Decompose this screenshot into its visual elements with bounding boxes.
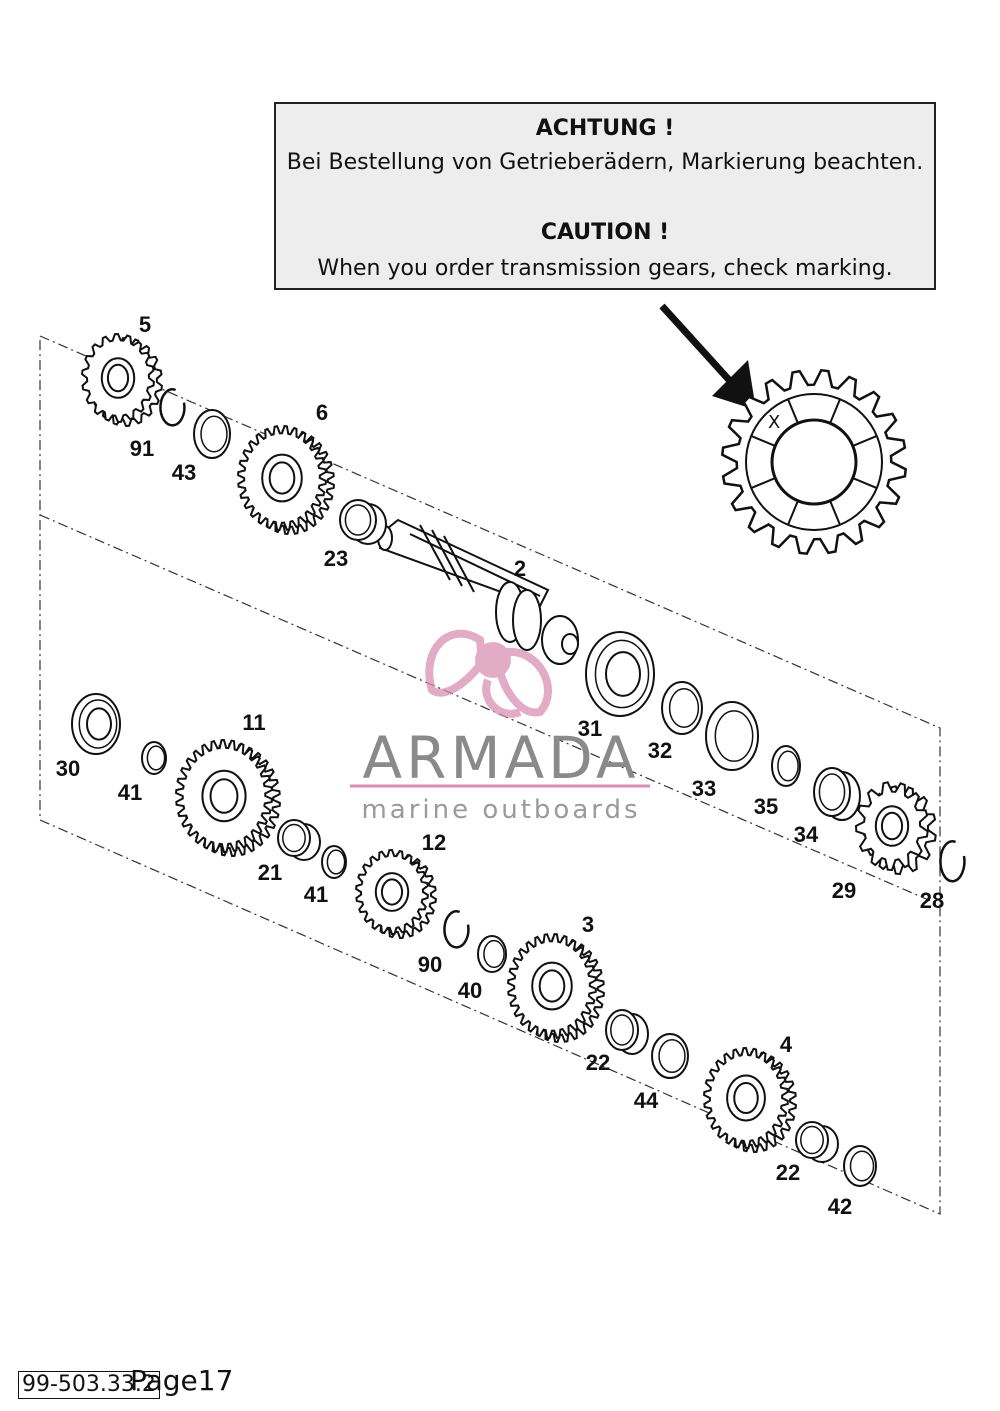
part-28-circlip-icon (939, 840, 966, 883)
part-31-bearing-icon (585, 631, 655, 717)
part-12-gear-icon (355, 848, 437, 940)
part-4-gear-icon (703, 1046, 797, 1154)
part-40-washer-icon (477, 935, 507, 973)
part-29-sprocket-icon (854, 781, 937, 876)
part-label-34: 34 (794, 822, 819, 847)
part-21-bushing-icon (277, 819, 321, 861)
part-44-washer-icon (651, 1033, 689, 1079)
part-label-44: 44 (634, 1088, 659, 1113)
part-41-washer-icon (321, 845, 347, 879)
part-label-22: 22 (776, 1160, 800, 1185)
assembly-frame (39, 335, 941, 1215)
part-label-43: 43 (172, 460, 196, 485)
part-41-washer-icon (141, 741, 167, 775)
part-22-bushing-icon (605, 1009, 649, 1055)
part-42-washer-icon (843, 1145, 877, 1187)
notice-en-text: When you order transmission gears, check… (317, 256, 893, 281)
part-32-washer-icon (661, 681, 703, 735)
part-label-28: 28 (920, 888, 944, 913)
part-34-bushing-icon (813, 767, 861, 821)
part-label-23: 23 (324, 546, 348, 571)
part-43-washer-icon (193, 409, 231, 459)
part-30-bearing-icon (71, 693, 121, 755)
part-label-30: 30 (56, 756, 80, 781)
part-23-bushing-icon (339, 499, 387, 545)
gear-marking-x: X (768, 412, 780, 433)
armada-logo-icon (425, 629, 552, 718)
part-label-22: 22 (586, 1050, 610, 1075)
notice-de-heading: ACHTUNG ! (535, 116, 675, 141)
part-label-35: 35 (754, 794, 778, 819)
part-label-2: 2 (514, 556, 526, 581)
part-label-11: 11 (242, 710, 265, 735)
watermark-title: ARMADA (362, 724, 640, 792)
part-label-41: 41 (304, 882, 328, 907)
part-11-gear-icon (175, 738, 281, 858)
notice-de-text: Bei Bestellung von Getrieberädern, Marki… (286, 150, 924, 175)
main-shaft-icon (377, 518, 579, 665)
part-33-seal-icon (705, 701, 759, 771)
part-label-21: 21 (258, 860, 282, 885)
part-label-31: 31 (578, 716, 602, 741)
page-number: Page17 (130, 1364, 234, 1397)
part-35-o-ring-icon (771, 745, 801, 787)
part-5-gear-icon (81, 332, 163, 428)
part-label-40: 40 (458, 978, 482, 1003)
caution-notice-box: ACHTUNG ! Bei Bestellung von Getrieberäd… (274, 102, 936, 290)
part-22-bushing-icon (795, 1121, 839, 1163)
part-label-29: 29 (832, 878, 856, 903)
part-6-gear-icon (237, 425, 335, 535)
part-label-5: 5 (139, 312, 151, 337)
reference-gear-icon (720, 368, 908, 556)
part-3-gear-icon (507, 933, 605, 1043)
watermark-subtitle: marine outboards (361, 795, 641, 825)
part-label-90: 90 (418, 952, 442, 977)
part-91-circlip-icon (159, 388, 186, 427)
part-label-42: 42 (828, 1194, 852, 1219)
marking-pointer-arrow (659, 303, 756, 410)
notice-en-heading: CAUTION ! (540, 220, 670, 245)
part-90-circlip-icon (443, 910, 470, 949)
document-code: 99-503.33.2 (18, 1371, 160, 1399)
part-label-41: 41 (118, 780, 142, 805)
part-label-4: 4 (780, 1032, 793, 1057)
part-label-32: 32 (648, 738, 672, 763)
part-label-91: 91 (130, 436, 154, 461)
part-label-3: 3 (582, 912, 594, 937)
part-label-6: 6 (316, 400, 328, 425)
part-label-12: 12 (422, 830, 446, 855)
part-label-33: 33 (692, 776, 716, 801)
